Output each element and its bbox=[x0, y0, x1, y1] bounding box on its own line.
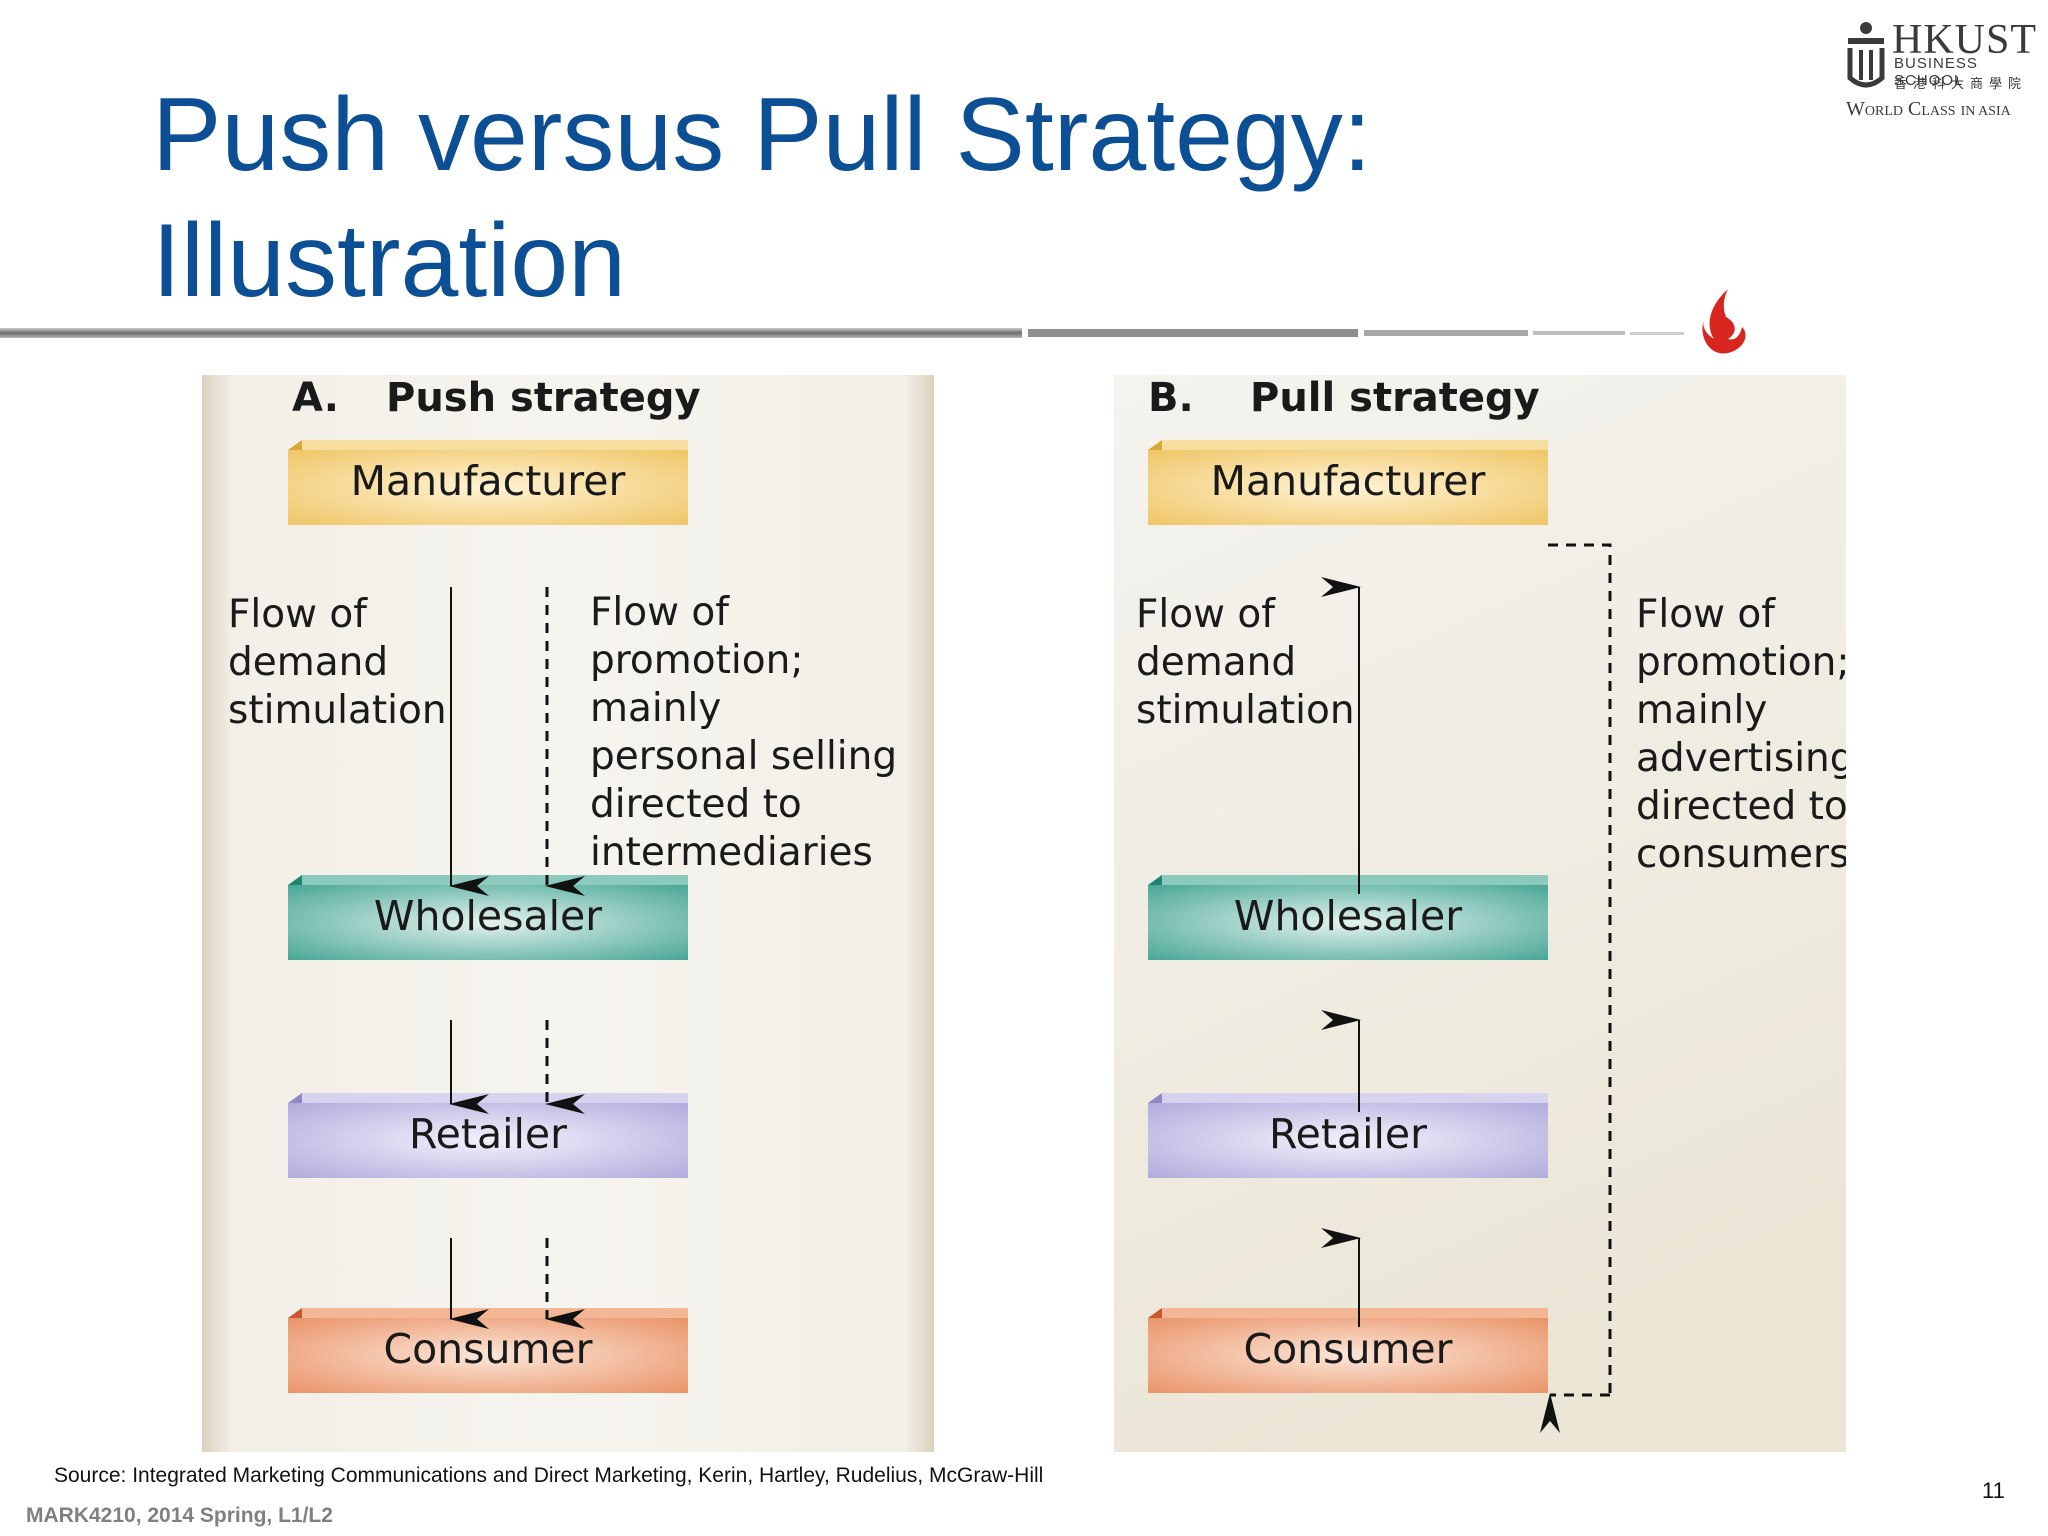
pull-promotion-label-line: advertising bbox=[1636, 736, 1846, 781]
pull-promotion-label-line: promotion; bbox=[1636, 640, 1846, 685]
hkust-crest-icon bbox=[1847, 22, 1885, 88]
pull-demand-label-line: demand bbox=[1136, 640, 1297, 685]
pull-consumer-label: Consumer bbox=[1243, 1325, 1453, 1373]
logo-subtitle: BUSINESS SCHOOL bbox=[1894, 55, 1978, 89]
pull-demand-label-line: stimulation bbox=[1136, 688, 1355, 733]
logo-tagline-main: World Class bbox=[1846, 98, 1956, 120]
push-diagram-graphics bbox=[202, 375, 934, 1452]
logo-chinese: 香港科大商學院 bbox=[1894, 77, 2028, 92]
push-strategy-panel: A. Push strategy Manufacturer Wholesaler… bbox=[202, 375, 934, 1452]
pull-promotion-label-line: mainly bbox=[1636, 688, 1768, 733]
push-wholesaler-box bbox=[288, 875, 688, 960]
push-heading: Push strategy bbox=[386, 375, 701, 421]
flame-icon bbox=[1702, 289, 1746, 354]
pull-promotion-label: Flow of promotion; mainly advertising di… bbox=[1636, 591, 1846, 879]
push-demand-label-line: demand bbox=[228, 640, 389, 685]
pull-heading-letter: B. bbox=[1148, 375, 1194, 421]
pull-consumer-box bbox=[1148, 1308, 1548, 1393]
pull-promotion-label-line: directed to bbox=[1636, 784, 1846, 829]
pull-manufacturer-box bbox=[1148, 440, 1548, 525]
pull-heading: Pull strategy bbox=[1250, 375, 1540, 421]
push-demand-label-line: Flow of bbox=[228, 592, 368, 637]
push-heading-letter: A. bbox=[292, 375, 339, 421]
logo-tagline-small: IN ASIA bbox=[1960, 104, 2011, 119]
pull-manufacturer-label: Manufacturer bbox=[1210, 457, 1486, 505]
push-promotion-label: Flow of promotion; mainly personal selli… bbox=[590, 589, 897, 877]
pull-promotion-label-line: consumers bbox=[1636, 832, 1846, 877]
title-divider bbox=[0, 328, 1684, 338]
push-demand-label: Flow of demand stimulation bbox=[228, 591, 447, 735]
pull-diagram-graphics bbox=[1114, 375, 1846, 1452]
push-retailer-box bbox=[288, 1093, 688, 1178]
slide-title-line2: Illustration bbox=[152, 203, 626, 319]
pull-wholesaler-box bbox=[1148, 875, 1548, 960]
pull-retailer-label: Retailer bbox=[1269, 1110, 1427, 1158]
push-demand-label-line: stimulation bbox=[228, 688, 447, 733]
course-footer: MARK4210, 2014 Spring, L1/L2 bbox=[26, 1504, 333, 1527]
push-consumer-box bbox=[288, 1308, 688, 1393]
pull-strategy-panel: B. Pull strategy Manufacturer Wholesaler… bbox=[1114, 375, 1846, 1452]
push-promotion-label-line: directed to bbox=[590, 782, 802, 827]
pull-wholesaler-label: Wholesaler bbox=[1233, 892, 1463, 940]
push-promotion-label-line: mainly bbox=[590, 686, 722, 731]
push-promotion-label-line: Flow of bbox=[590, 590, 730, 635]
logo-tagline: World Class IN ASIA bbox=[1846, 98, 2011, 121]
source-citation: Source: Integrated Marketing Communicati… bbox=[54, 1464, 1044, 1487]
page-number: 11 bbox=[1982, 1478, 2005, 1503]
push-promotion-label-line: personal selling bbox=[590, 734, 898, 779]
pull-promotion-path bbox=[1548, 543, 1612, 1395]
push-consumer-label: Consumer bbox=[383, 1325, 593, 1373]
pull-demand-label-line: Flow of bbox=[1136, 592, 1276, 637]
push-promotion-label-line: intermediaries bbox=[590, 830, 873, 875]
pull-retailer-box bbox=[1148, 1093, 1548, 1178]
push-retailer-label: Retailer bbox=[409, 1110, 567, 1158]
push-manufacturer-box bbox=[288, 440, 688, 525]
pull-promotion-label-line: Flow of bbox=[1636, 592, 1776, 637]
push-wholesaler-label: Wholesaler bbox=[373, 892, 603, 940]
push-manufacturer-label: Manufacturer bbox=[350, 457, 626, 505]
logo-name: HKUST bbox=[1892, 17, 2038, 63]
slide-title: Push versus Pull Strategy: Illustration bbox=[152, 72, 1552, 324]
pull-demand-label: Flow of demand stimulation bbox=[1136, 591, 1355, 735]
push-promotion-label-line: promotion; bbox=[590, 638, 804, 683]
hkust-logo: HKUST BUSINESS SCHOOL 香港科大商學院 World Clas… bbox=[1842, 16, 2042, 126]
slide-title-line1: Push versus Pull Strategy: bbox=[152, 77, 1372, 193]
